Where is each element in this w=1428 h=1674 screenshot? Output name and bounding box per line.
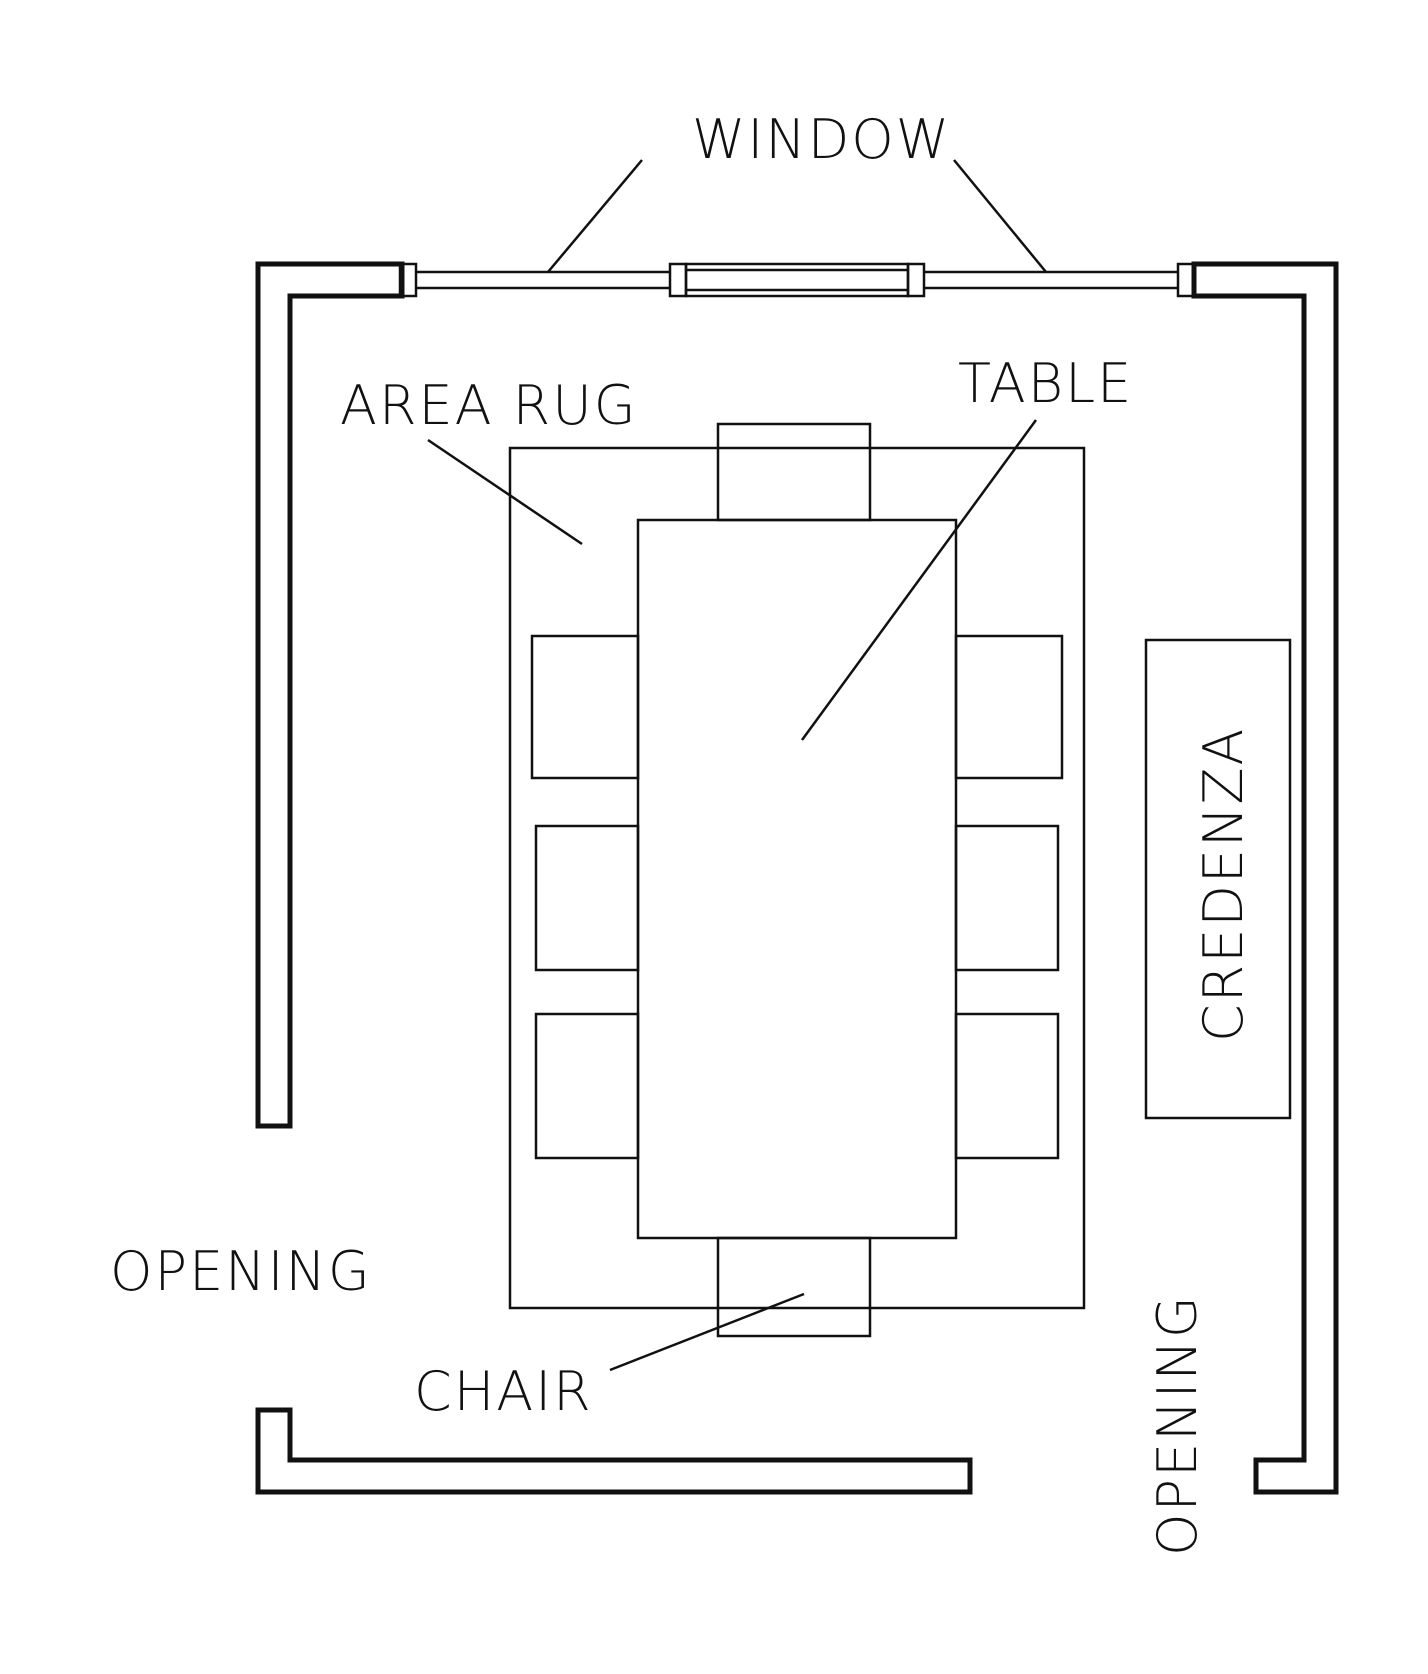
window-assembly <box>398 262 1196 298</box>
chair-right-1 <box>954 634 1064 780</box>
leader-window-left <box>547 159 643 273</box>
table <box>636 518 958 1240</box>
label-window: WINDOW <box>692 108 951 171</box>
wall-bottom <box>255 1407 973 1495</box>
chair-right-2 <box>954 824 1060 972</box>
leader-chair <box>609 1292 805 1372</box>
label-chair: CHAIR <box>414 1360 593 1423</box>
leader-table <box>800 419 1038 741</box>
chair-left-3 <box>534 1012 640 1160</box>
label-opening-right: OPENING <box>1146 1294 1209 1556</box>
chair-head-bottom <box>716 1236 872 1338</box>
area-rug <box>508 446 1086 1310</box>
label-credenza: CREDENZA <box>1192 727 1255 1042</box>
wall-upper-right <box>1191 261 1339 1495</box>
walls <box>255 261 1339 1495</box>
window-jamb-right <box>1176 262 1196 298</box>
label-area-rug: AREA RUG <box>340 374 638 437</box>
leader-area-rug <box>427 438 583 546</box>
chair-left-1 <box>530 634 640 780</box>
leader-window-right <box>953 159 1047 273</box>
credenza <box>1144 638 1292 1120</box>
chair-right-3 <box>954 1012 1060 1160</box>
window-jamb-center-left <box>668 262 688 298</box>
window-jamb-center-right <box>906 262 926 298</box>
window-jamb-left <box>398 262 418 298</box>
chair-head-top <box>716 422 872 522</box>
label-table: TABLE <box>958 352 1133 415</box>
leader-lines <box>427 159 1047 1372</box>
chair-left-2 <box>534 824 640 972</box>
label-opening-left: OPENING <box>110 1240 372 1303</box>
